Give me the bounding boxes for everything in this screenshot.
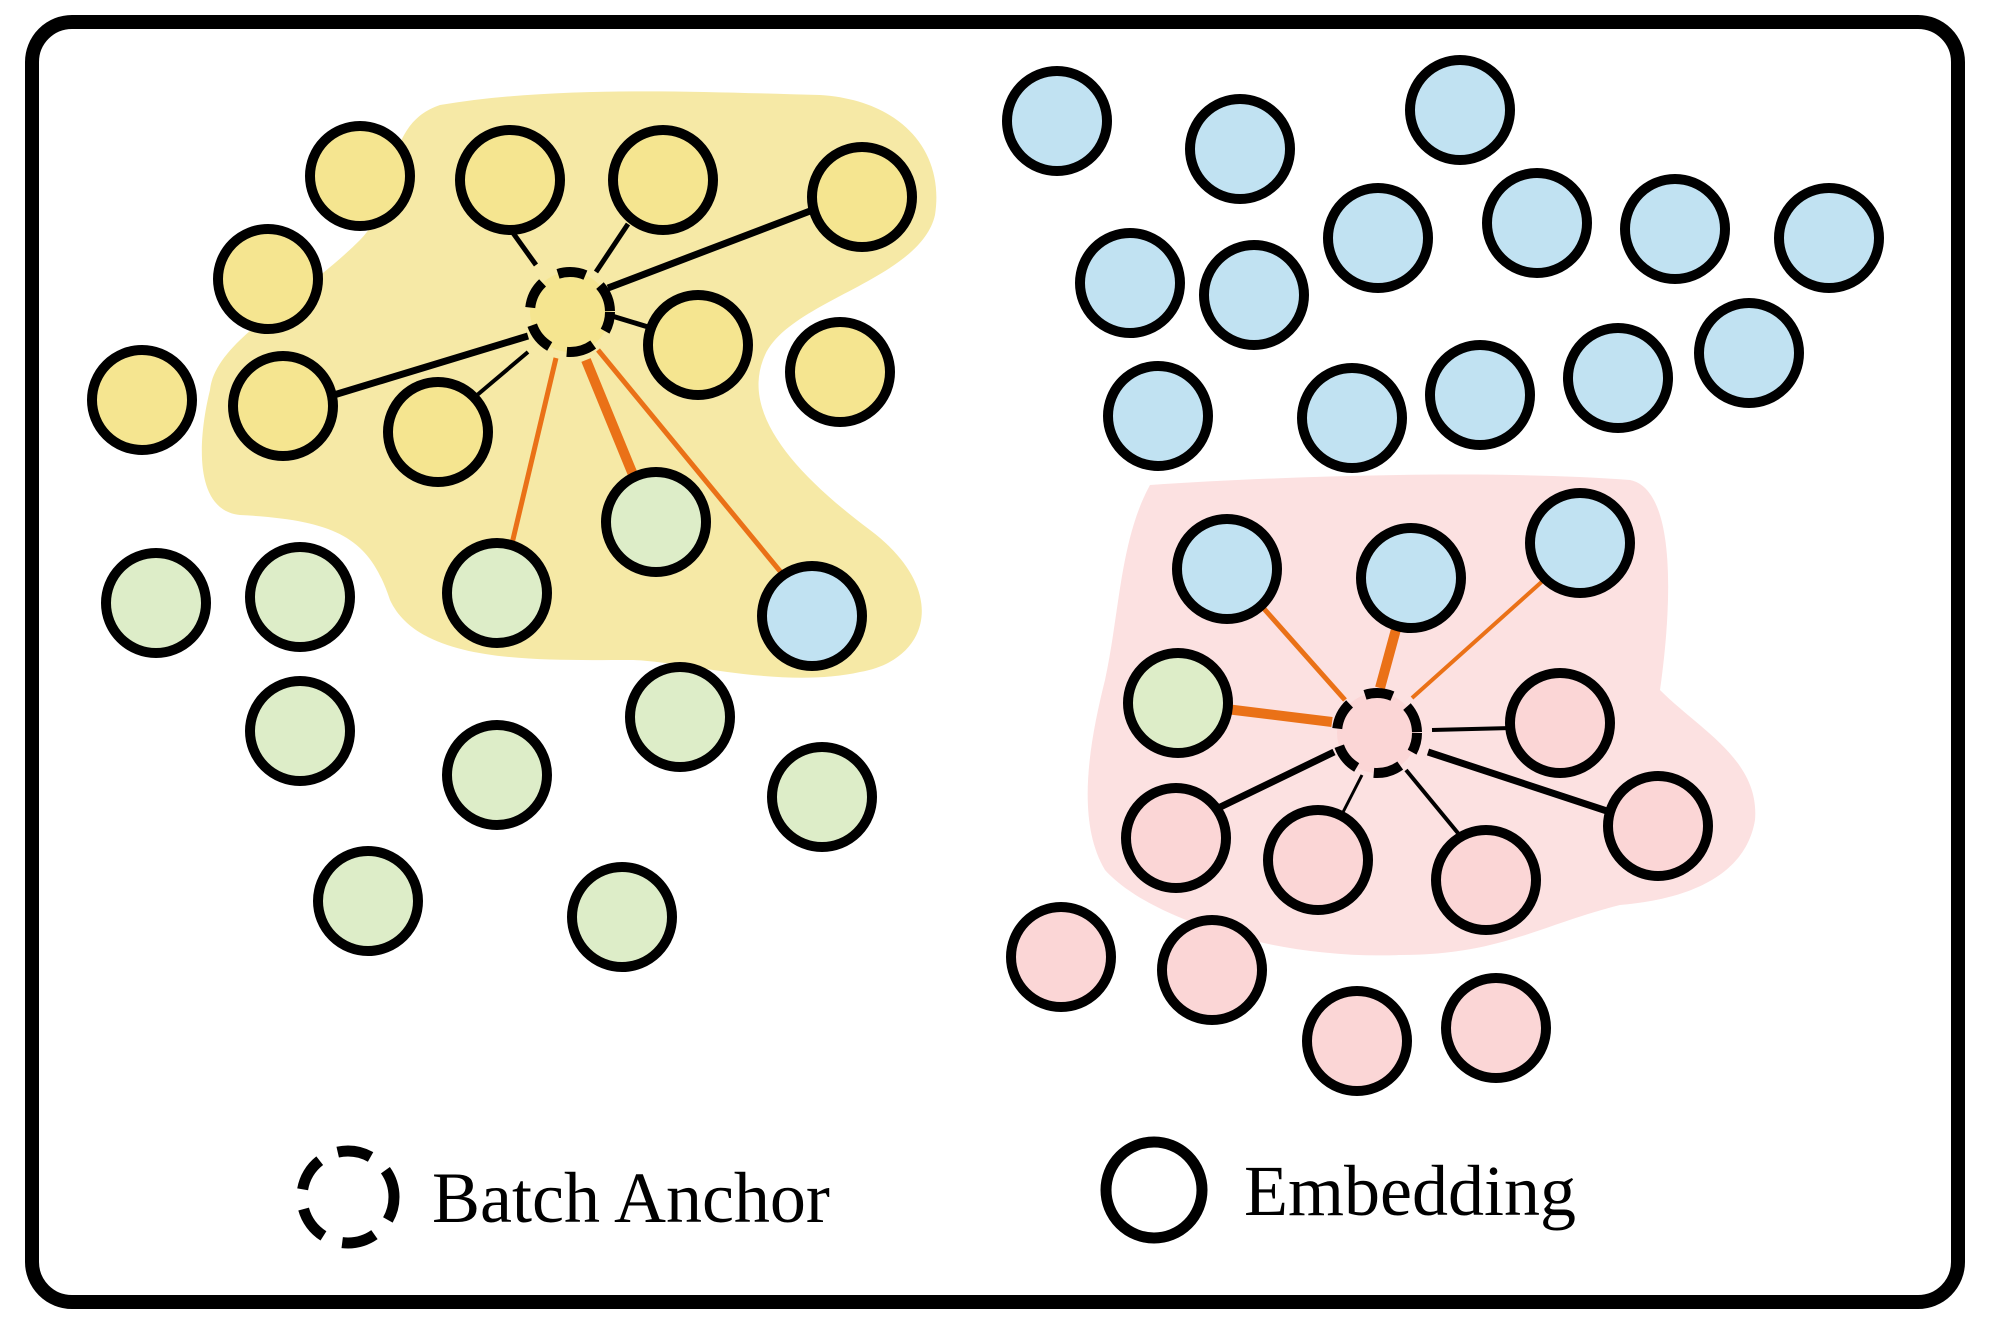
embedding-node xyxy=(1297,363,1407,473)
embedding-node xyxy=(87,345,197,455)
link xyxy=(596,348,786,578)
embedding-node xyxy=(807,142,917,252)
embedding-node xyxy=(228,351,338,461)
embedding-node xyxy=(1121,783,1231,893)
embedding-node xyxy=(455,125,565,235)
green-embeddings xyxy=(101,467,1233,972)
link xyxy=(507,357,559,553)
embedding-node xyxy=(1694,298,1804,408)
embedding-node xyxy=(1356,523,1466,633)
yellow-embeddings xyxy=(87,121,917,487)
embedding-node xyxy=(1002,66,1112,176)
embedding-node xyxy=(101,548,211,658)
embedding-node xyxy=(213,224,323,334)
embedding-node xyxy=(245,542,355,652)
embedding-node xyxy=(313,846,423,956)
embedding-node xyxy=(785,317,895,427)
embedding-node xyxy=(1172,514,1282,624)
embedding-node xyxy=(305,121,415,231)
embedding-node xyxy=(767,742,877,852)
embedding-node xyxy=(1157,915,1267,1025)
pink-embeddings xyxy=(1006,668,1713,1096)
link xyxy=(1426,748,1618,818)
embedding-node xyxy=(608,125,718,235)
embedding-node xyxy=(1199,240,1309,350)
embedding-node xyxy=(442,538,552,648)
yellow-cluster-region xyxy=(201,91,937,678)
embedding-node xyxy=(1774,183,1884,293)
batch-anchor-legend-label: Batch Anchor xyxy=(432,1158,830,1238)
embedding-node xyxy=(1425,340,1535,450)
yellow-batch-anchor xyxy=(525,267,615,357)
embedding-node xyxy=(1563,323,1673,433)
pink-batch-anchor xyxy=(1332,688,1422,778)
embedding-node xyxy=(1603,771,1713,881)
embedding-node xyxy=(625,662,735,772)
link xyxy=(474,350,530,398)
link xyxy=(1217,703,1333,727)
embedding-node xyxy=(1482,168,1592,278)
embedding-legend-icon xyxy=(1100,1136,1208,1244)
link xyxy=(593,222,631,274)
embedding-node xyxy=(1405,55,1515,165)
link xyxy=(1410,576,1548,700)
embedding-node xyxy=(1620,174,1730,284)
blue-embeddings xyxy=(757,55,1884,671)
link xyxy=(1208,748,1336,816)
embedding-node xyxy=(1075,228,1185,338)
embedding-node xyxy=(442,720,552,830)
embedding-legend-label: Embedding xyxy=(1244,1151,1576,1231)
embedding-node xyxy=(1123,648,1233,758)
embedding-node xyxy=(1103,361,1213,471)
link xyxy=(1404,768,1464,840)
embedding-node xyxy=(567,862,677,972)
embedding-node xyxy=(1006,902,1116,1012)
embedding-node xyxy=(757,561,867,671)
embedding-node xyxy=(1302,986,1412,1096)
legend: Batch Anchor Embedding xyxy=(296,1136,1576,1249)
link xyxy=(322,332,530,402)
link xyxy=(1256,600,1347,702)
batch-anchor-legend-icon xyxy=(296,1145,400,1249)
embedding-node xyxy=(1505,668,1615,778)
embedding-node xyxy=(1263,805,1373,915)
embedding-node xyxy=(1525,488,1635,598)
embedding-node xyxy=(383,377,493,487)
embedding-node xyxy=(1185,94,1295,204)
link xyxy=(1431,726,1513,732)
embedding-node xyxy=(245,676,355,786)
pink-anchor-links xyxy=(1208,576,1618,840)
link xyxy=(606,204,820,292)
link xyxy=(1375,620,1403,690)
embedding-node xyxy=(643,290,753,400)
embedding-node xyxy=(1431,825,1541,935)
embedding-node xyxy=(1323,183,1433,293)
embedding-node xyxy=(601,467,711,577)
link xyxy=(581,358,641,484)
embedding-node xyxy=(1441,973,1551,1083)
